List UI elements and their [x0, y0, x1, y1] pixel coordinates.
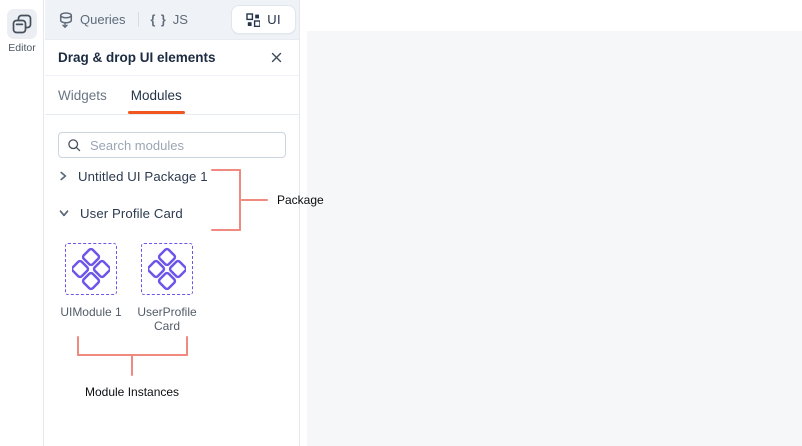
editor-button[interactable] — [7, 9, 37, 39]
tab-widgets[interactable]: Widgets — [58, 76, 107, 114]
package-bracket-line — [211, 229, 241, 231]
search-input[interactable] — [88, 136, 277, 154]
package-bracket-line — [239, 169, 241, 231]
module-card-label: UIModule 1 — [60, 305, 122, 319]
module-card-uimodule1[interactable] — [65, 243, 117, 295]
editor-segmented-control: Queries { } JS UI — [45, 0, 299, 40]
segment-divider — [137, 12, 139, 27]
tab-queries[interactable]: Queries — [59, 11, 126, 28]
editor-label: Editor — [8, 42, 36, 54]
tree-item-untitled-ui-package[interactable]: Untitled UI Package 1 — [58, 167, 286, 185]
pages-icon — [11, 13, 33, 35]
close-button[interactable] — [266, 48, 286, 68]
module-card-list: UIModule 1 UserProfileCard — [59, 243, 299, 334]
tab-underline — [127, 111, 185, 114]
search-icon — [67, 138, 81, 152]
package-annotation-label: Package — [277, 193, 324, 207]
tab-ui-label: UI — [267, 12, 281, 27]
package-bracket-line — [211, 169, 241, 171]
grid-icon — [246, 12, 261, 27]
chevron-right-icon — [58, 170, 68, 182]
panel-header: Drag & drop UI elements — [45, 40, 299, 76]
chevron-down-icon — [58, 208, 70, 218]
database-icon — [59, 11, 74, 28]
tab-js-label: JS — [172, 12, 188, 27]
tab-ui[interactable]: UI — [232, 6, 295, 33]
module-diamonds-icon — [72, 247, 110, 291]
close-icon — [271, 52, 282, 63]
panel-title: Drag & drop UI elements — [58, 50, 216, 65]
tab-modules-label: Modules — [130, 87, 182, 103]
tree-item-user-profile-card[interactable]: User Profile Card — [58, 204, 286, 222]
tab-modules[interactable]: Modules — [127, 76, 185, 114]
ui-elements-panel: Queries { } JS UI Drag & drop UI element… — [45, 0, 300, 446]
editor-canvas[interactable] — [307, 31, 802, 446]
package-bracket-line — [241, 199, 268, 201]
panel-tab-bar: Widgets Modules — [45, 76, 299, 115]
instances-bracket-line — [77, 336, 79, 356]
tree-item-label: Untitled UI Package 1 — [78, 168, 208, 184]
tab-js[interactable]: { } JS — [151, 12, 188, 27]
instances-bracket-line — [131, 354, 133, 376]
braces-icon: { } — [150, 12, 167, 27]
instances-annotation-label: Module Instances — [85, 385, 180, 399]
left-icon-rail: Editor — [0, 0, 44, 446]
instances-bracket-line — [186, 336, 188, 356]
tab-queries-label: Queries — [80, 12, 126, 27]
module-diamonds-icon — [148, 247, 186, 291]
tab-widgets-label: Widgets — [58, 87, 107, 103]
search-box — [58, 132, 286, 158]
module-card-uimodule1-group: UIModule 1 — [59, 243, 123, 334]
module-card-userprofilecard[interactable] — [141, 243, 193, 295]
module-card-label: UserProfileCard — [137, 305, 197, 334]
tree-item-label: User Profile Card — [80, 205, 183, 221]
module-card-userprofilecard-group: UserProfileCard — [135, 243, 199, 334]
